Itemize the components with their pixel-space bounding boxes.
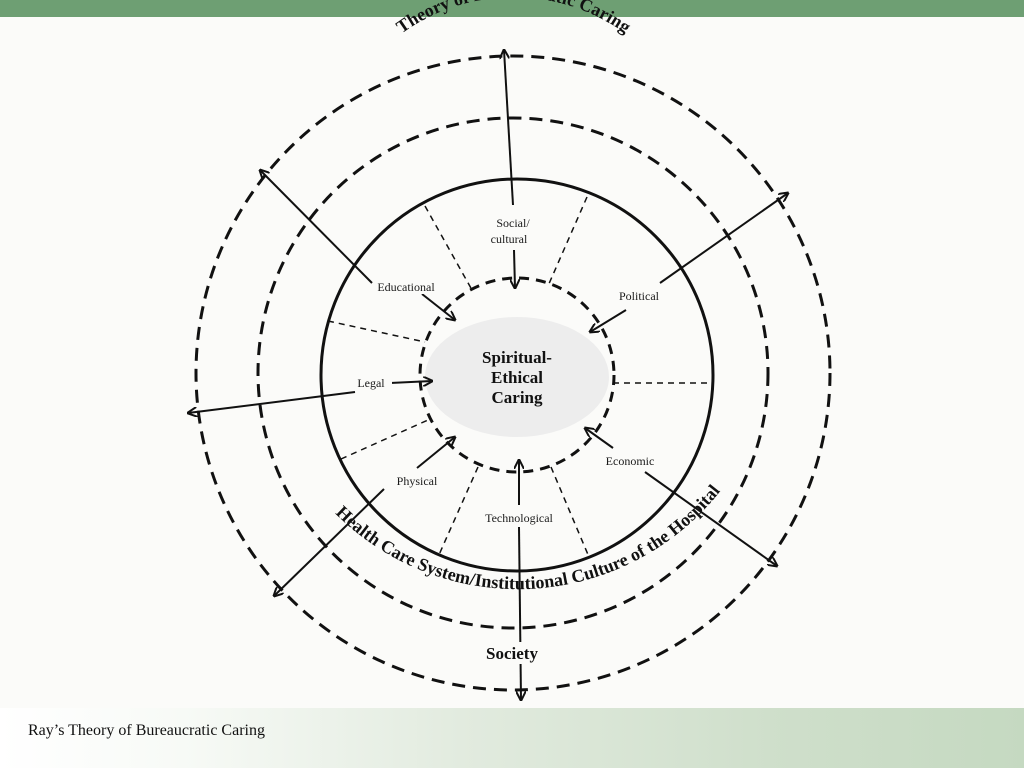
society-ring — [194, 54, 832, 692]
arrow-upleft-educational — [260, 170, 373, 284]
arrow-up-social — [504, 50, 514, 206]
arrow-in-economic — [585, 428, 614, 449]
arrow-in-physical — [416, 437, 455, 469]
spoke — [424, 205, 473, 291]
long-arrows — [188, 50, 788, 700]
center-ellipse — [425, 317, 609, 437]
label-social-line2: cultural — [491, 232, 528, 246]
dimensions-ring — [319, 177, 715, 573]
outer-arc-title: Theory of Bureaucratic Caring — [392, 0, 634, 37]
arrow-left-legal — [188, 391, 356, 413]
arrow-downright-economic — [644, 471, 777, 566]
label-educational: Educational — [377, 280, 435, 294]
slide-caption: Ray’s Theory of Bureaucratic Caring — [28, 722, 265, 739]
label-social-line1: Social/ — [496, 216, 530, 230]
arrow-in-legal — [389, 381, 432, 383]
center-label-line3: Caring — [492, 388, 544, 407]
inner-arrows — [389, 249, 627, 505]
center-label-line2: Ethical — [491, 368, 543, 387]
header-bar — [0, 0, 1024, 17]
bureaucratic-caring-diagram: Social/ cultural Educational Political L… — [0, 0, 832, 708]
arrow-down-technological — [519, 526, 521, 700]
label-economic: Economic — [606, 454, 655, 468]
arrow-upright-political — [659, 193, 788, 284]
center-label-line1: Spiritual- — [482, 348, 552, 367]
arrow-downleft-physical — [274, 488, 385, 596]
inner-caring-ring — [418, 276, 616, 474]
arrow-in-educational — [421, 293, 455, 320]
label-technological: Technological — [485, 511, 553, 525]
footer-band — [0, 708, 1024, 768]
label-legal: Legal — [357, 376, 385, 390]
spoke — [437, 466, 479, 558]
label-physical: Physical — [397, 474, 438, 488]
spokes — [327, 196, 713, 558]
spoke — [547, 196, 588, 287]
label-political: Political — [619, 289, 660, 303]
spoke — [550, 466, 590, 558]
health-care-system-ring — [256, 116, 770, 630]
arrow-in-social — [514, 249, 515, 288]
society-label: Society — [486, 644, 538, 663]
arrow-in-political — [590, 309, 627, 332]
spoke — [340, 419, 429, 460]
spoke — [327, 320, 426, 343]
